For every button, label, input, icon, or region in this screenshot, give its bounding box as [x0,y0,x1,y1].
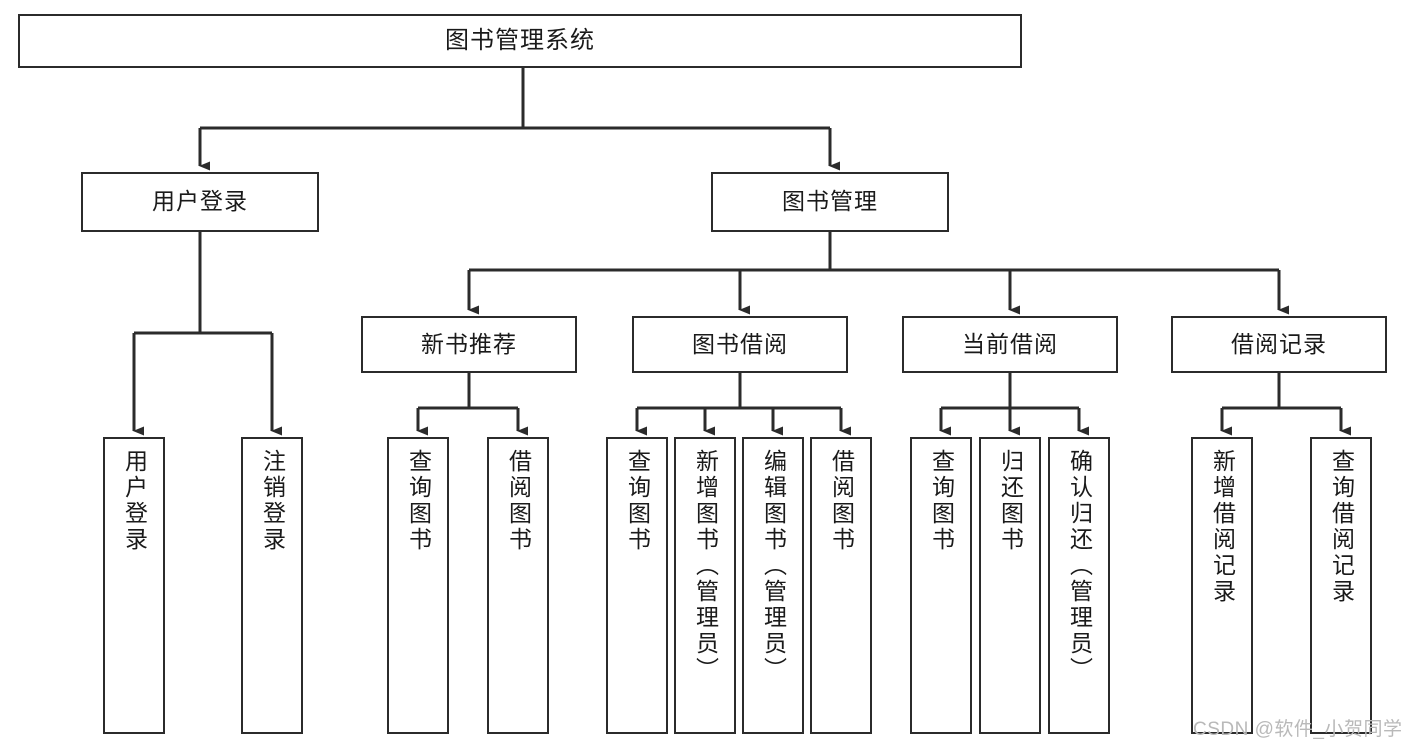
node-leaf-borrow-book-1[interactable]: 借阅图书 [487,437,549,734]
node-new-book-recommend-label: 新书推荐 [421,330,517,357]
node-leaf-add-record-label: 新增借阅记录 [1209,449,1236,605]
node-leaf-edit-book-label: 编辑图书（管理员） [760,449,787,683]
node-leaf-query-record[interactable]: 查询借阅记录 [1310,437,1372,734]
node-leaf-user-logout-label: 注销登录 [259,449,286,553]
node-leaf-borrow-book-2[interactable]: 借阅图书 [810,437,872,734]
node-user-login[interactable]: 用户登录 [81,172,319,232]
node-leaf-user-logout[interactable]: 注销登录 [241,437,303,734]
node-leaf-confirm-return-label: 确认归还（管理员） [1066,449,1093,683]
node-leaf-confirm-return[interactable]: 确认归还（管理员） [1048,437,1110,734]
node-leaf-borrow-book-1-label: 借阅图书 [505,449,532,553]
node-leaf-return-book[interactable]: 归还图书 [979,437,1041,734]
node-borrow-record[interactable]: 借阅记录 [1171,316,1387,373]
node-current-borrow[interactable]: 当前借阅 [902,316,1118,373]
node-leaf-query-book-2-label: 查询图书 [624,449,651,553]
node-leaf-query-book-2[interactable]: 查询图书 [606,437,668,734]
node-leaf-borrow-book-2-label: 借阅图书 [828,449,855,553]
node-book-borrow-label: 图书借阅 [692,330,788,357]
node-new-book-recommend[interactable]: 新书推荐 [361,316,577,373]
csdn-watermark: CSDN @软件_小贺同学 [1193,719,1403,740]
node-current-borrow-label: 当前借阅 [962,330,1058,357]
node-leaf-query-book-3-label: 查询图书 [928,449,955,553]
node-leaf-add-book[interactable]: 新增图书（管理员） [674,437,736,734]
node-book-manage[interactable]: 图书管理 [711,172,949,232]
node-root-label: 图书管理系统 [445,26,595,54]
node-root-system[interactable]: 图书管理系统 [18,14,1022,68]
node-leaf-user-login[interactable]: 用户登录 [103,437,165,734]
node-user-login-label: 用户登录 [152,188,248,215]
node-leaf-query-book-1[interactable]: 查询图书 [387,437,449,734]
node-leaf-query-book-3[interactable]: 查询图书 [910,437,972,734]
node-book-manage-label: 图书管理 [782,188,878,215]
node-leaf-query-record-label: 查询借阅记录 [1328,449,1355,605]
node-borrow-record-label: 借阅记录 [1231,330,1327,357]
node-book-borrow[interactable]: 图书借阅 [632,316,848,373]
node-leaf-query-book-1-label: 查询图书 [405,449,432,553]
node-leaf-add-book-label: 新增图书（管理员） [692,449,719,683]
node-leaf-edit-book[interactable]: 编辑图书（管理员） [742,437,804,734]
node-leaf-add-record[interactable]: 新增借阅记录 [1191,437,1253,734]
node-leaf-return-book-label: 归还图书 [997,449,1024,553]
node-leaf-user-login-label: 用户登录 [121,449,148,553]
